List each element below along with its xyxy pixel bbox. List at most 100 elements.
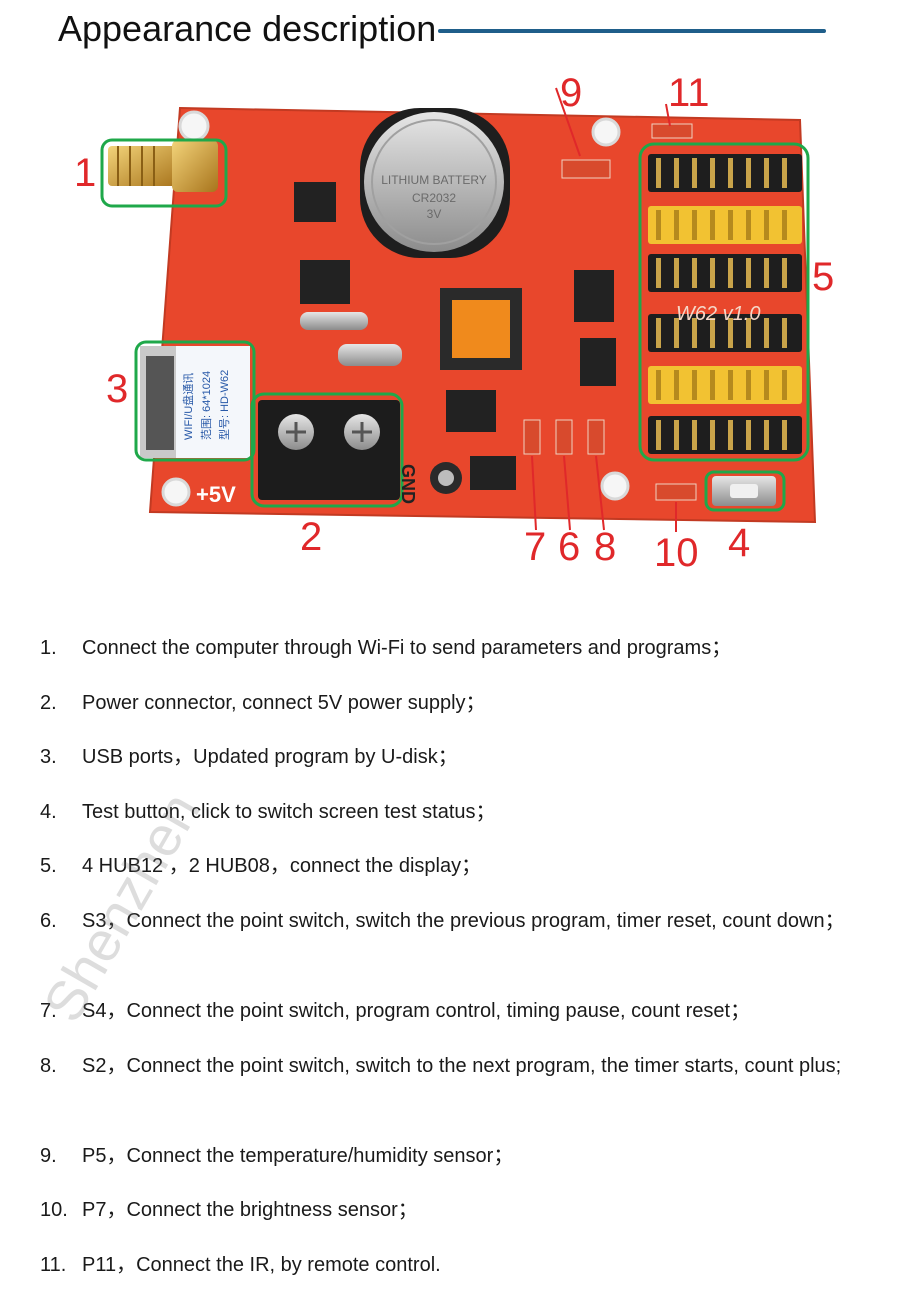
header-pin: [710, 258, 715, 288]
item-number: 2.: [40, 691, 57, 714]
mount-hole: [178, 110, 210, 142]
header-pin: [692, 370, 697, 400]
header-pin: [710, 370, 715, 400]
callout-7: 7: [524, 525, 546, 569]
callout-3: 3: [106, 367, 128, 411]
list-item: 6.S3，Connect the point switch, switch th…: [0, 901, 900, 991]
header-pin: [710, 318, 715, 348]
switch-pins: [523, 419, 605, 455]
chip: [300, 260, 350, 304]
header-pin: [674, 420, 679, 450]
list-item: 9.P5，Connect the temperature/humidity se…: [0, 1136, 900, 1191]
header-pin: [782, 258, 787, 288]
list-item: 1.Connect the computer through Wi-Fi to …: [0, 628, 900, 683]
header-pin: [656, 420, 661, 450]
callout-10: 10: [654, 531, 699, 575]
item-number: 3.: [40, 746, 57, 769]
header-pin: [710, 210, 715, 240]
usb-label-3: 型号: HD-W62: [217, 370, 231, 440]
header-pin: [764, 258, 769, 288]
header-pin: [782, 420, 787, 450]
header-pin: [782, 158, 787, 188]
crystal: [300, 312, 368, 330]
item-text: Test button, click to switch screen test…: [82, 800, 496, 823]
item-text: USB ports，Updated program by U-disk；: [82, 746, 458, 769]
list-item: 8.S2，Connect the point switch, switch to…: [0, 1046, 900, 1136]
header-pin: [674, 158, 679, 188]
hub-headers: [648, 154, 802, 454]
callout-1: 1: [74, 151, 96, 195]
header-pin: [746, 370, 751, 400]
page-title: Appearance description: [58, 8, 437, 49]
header-pin: [728, 370, 733, 400]
usb-label-2: 范围: 64*1024: [199, 371, 213, 440]
header-pin: [746, 258, 751, 288]
header-pin: [692, 420, 697, 450]
battery-model: CR2032: [412, 191, 456, 205]
item-number: 10.: [40, 1199, 68, 1222]
header-pin: [782, 318, 787, 348]
list-item: 2. Power connector, connect 5V power supp…: [0, 683, 900, 738]
hub-header-row: [648, 254, 802, 292]
coin-battery: LITHIUM BATTERY CR2032 3V: [360, 108, 510, 258]
highlight-box-2: [250, 392, 404, 508]
arrow-6: [563, 455, 571, 531]
feature-list: 1.Connect the computer through Wi-Fi to …: [0, 628, 900, 1299]
item-text: S3，Connect the point switch, switch the …: [82, 909, 845, 932]
usb-port: WIFI/U盘通讯 范围: 64*1024 型号: HD-W62: [140, 346, 250, 458]
usb-label-1: WIFI/U盘通讯: [181, 373, 195, 440]
header-pin: [764, 420, 769, 450]
header-pin: [728, 210, 733, 240]
main-chip: [440, 288, 522, 370]
arrow-9: [555, 87, 581, 157]
header-pin: [728, 420, 733, 450]
hub-header-row: [648, 206, 802, 244]
item-number: 7.: [40, 999, 57, 1022]
chip: [294, 182, 336, 222]
header-pin: [746, 420, 751, 450]
power-terminal: [258, 400, 400, 500]
hub-header-row: [648, 154, 802, 192]
list-item: 11. P11，Connect the IR, by remote control…: [0, 1245, 900, 1299]
arrow-11: [665, 103, 671, 127]
hub-header-row: [648, 314, 802, 352]
highlight-box-1: [100, 138, 228, 208]
highlight-box-4: [704, 470, 786, 512]
hub-header-row: [648, 416, 802, 454]
header-pin: [764, 318, 769, 348]
header-pin: [764, 210, 769, 240]
sensor-pins-p5: [561, 159, 611, 179]
item-text: P5，Connect the temperature/humidity sens…: [82, 1144, 514, 1167]
item-text: P7，Connect the brightness sensor；: [82, 1199, 418, 1222]
item-text: P11，Connect the IR, by remote control.: [82, 1253, 441, 1276]
callout-2: 2: [300, 515, 322, 559]
header-pin: [746, 318, 751, 348]
header-pin: [656, 158, 661, 188]
mount-hole: [161, 477, 191, 507]
test-button: [712, 476, 776, 506]
mount-hole: [600, 471, 630, 501]
header-pin: [764, 370, 769, 400]
header-pin: [656, 318, 661, 348]
header-pin: [746, 210, 751, 240]
item-number: 11.: [40, 1253, 67, 1276]
list-item: 4.Test button, click to switch screen te…: [0, 792, 900, 847]
crystal: [338, 344, 402, 366]
board-model-label: W62 v1.0: [676, 303, 760, 325]
header-pin: [728, 258, 733, 288]
list-item: 5.4 HUB12 ，2 HUB08，connect the display；: [0, 846, 900, 901]
label-5v: +5V: [196, 482, 236, 507]
item-number: 8.: [40, 1054, 57, 1077]
board-illustration: LITHIUM BATTERY CR2032 3V WIFI/U盘通讯 范围: …: [74, 71, 834, 575]
item-text: S4，Connect the point switch, program con…: [82, 999, 751, 1022]
hub-header-row: [648, 366, 802, 404]
callout-6: 6: [558, 525, 580, 569]
header-pin: [656, 370, 661, 400]
board-photo: LITHIUM BATTERY CR2032 3V WIFI/U盘通讯 范围: …: [0, 60, 900, 600]
item-text: Power connector, connect 5V power supply…: [82, 691, 486, 714]
header-pin: [710, 420, 715, 450]
item-number: 5.: [40, 855, 57, 878]
header-pin: [656, 210, 661, 240]
title-rule: [438, 29, 826, 33]
battery-voltage: 3V: [427, 207, 442, 221]
